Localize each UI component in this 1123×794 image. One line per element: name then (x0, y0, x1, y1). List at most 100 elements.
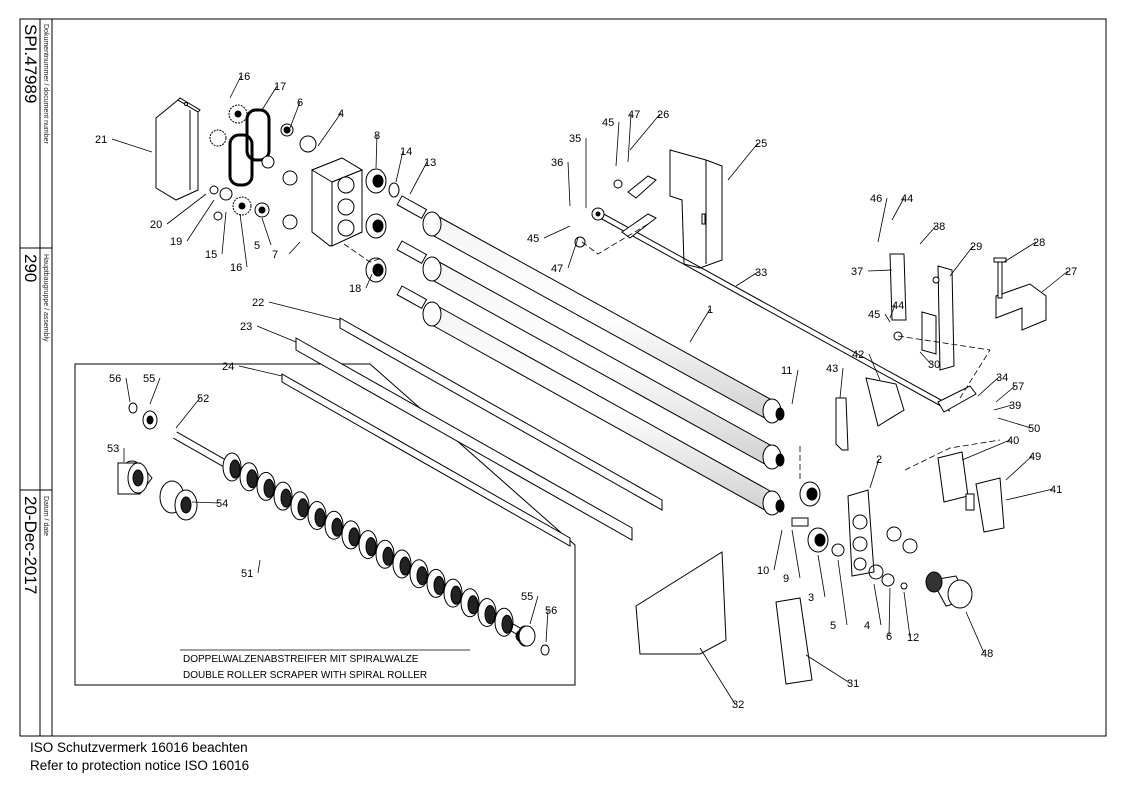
callout-55b: 55 (521, 591, 533, 603)
leader-line-2 (869, 458, 880, 489)
leader-line-16b (239, 213, 248, 268)
leader-lines (111, 75, 1069, 705)
leader-line-22 (268, 301, 341, 321)
roller-shaft-ends (396, 195, 428, 310)
callout-16b: 16 (230, 262, 242, 274)
leader-line-55a (149, 377, 161, 405)
callout-1: 1 (707, 304, 713, 316)
leader-line-25 (727, 142, 759, 181)
callout-45c: 45 (868, 309, 880, 321)
leader-line-54 (191, 501, 220, 504)
callout-44a: 44 (901, 193, 913, 205)
spiral-flight-shadow (314, 508, 326, 527)
protection-notice-de: ISO Schutzvermerk 16016 beachten (30, 740, 248, 755)
plate-31 (775, 597, 813, 685)
callout-32: 32 (732, 699, 744, 711)
leader-line-44a (891, 197, 905, 221)
caption-en: DOUBLE ROLLER SCRAPER WITH SPIRAL ROLLER (183, 670, 427, 681)
leader-line-55b (529, 595, 539, 625)
leader-line-48 (965, 611, 985, 654)
leader-line-21 (111, 138, 153, 153)
callout-49: 49 (1029, 451, 1041, 463)
leader-line-52 (175, 397, 201, 429)
callout-30: 30 (928, 359, 940, 371)
side-bracket-25 (669, 149, 723, 269)
callout-4b: 4 (864, 620, 870, 632)
callout-16a: 16 (238, 71, 250, 83)
leader-line-38 (919, 225, 937, 245)
callout-2: 2 (876, 454, 882, 466)
leader-line-44b (889, 304, 896, 319)
callout-26: 26 (657, 109, 669, 121)
plate-32 (635, 551, 727, 655)
callout-51: 51 (241, 568, 253, 580)
drive-cover-plate (155, 97, 201, 201)
spiral-flight-shadow (280, 488, 292, 508)
callout-42: 42 (852, 349, 864, 361)
callout-3: 3 (808, 592, 814, 604)
callout-19: 19 (170, 236, 182, 248)
leader-line-45a (615, 121, 620, 167)
callout-50: 50 (1028, 423, 1040, 435)
spiral-flight-shadow (467, 595, 479, 615)
spiral-flight-shadow (399, 556, 411, 576)
callout-17: 17 (274, 81, 286, 93)
leader-line-5a (261, 217, 272, 246)
leader-line-26 (629, 113, 661, 151)
leader-line-51 (257, 559, 261, 574)
spiral-flight-shadow (450, 585, 462, 605)
callout-56b: 56 (545, 605, 557, 617)
spiral-flight-shadow (382, 546, 394, 566)
leader-line-33 (735, 271, 759, 287)
callout-11: 11 (781, 365, 792, 377)
leader-line-10 (773, 529, 783, 571)
date-label: Datum / date (42, 496, 49, 537)
callout-38: 38 (933, 221, 945, 233)
callout-29: 29 (970, 241, 982, 253)
leader-line-40 (961, 439, 1011, 461)
callout-28: 28 (1033, 237, 1045, 249)
callout-9: 9 (783, 573, 789, 585)
leader-line-41 (1005, 488, 1054, 501)
leader-line-17 (261, 85, 278, 111)
callout-25: 25 (755, 138, 767, 150)
leader-line-47a (627, 113, 632, 163)
leader-line-28 (1003, 241, 1037, 263)
protection-notice-en: Refer to protection notice ISO 16016 (30, 758, 250, 773)
callout-10: 10 (757, 565, 769, 577)
bearing-housing (310, 157, 364, 247)
callout-15: 15 (205, 249, 217, 261)
leader-line-5b (837, 559, 848, 626)
leader-line-18 (365, 273, 373, 289)
leader-line-27 (1041, 270, 1069, 293)
leader-line-46 (877, 197, 888, 243)
callout-46: 46 (870, 193, 882, 205)
leader-line-4a (317, 112, 342, 147)
sprockets-and-chain (209, 104, 317, 230)
leader-line-32 (699, 647, 736, 705)
leader-line-36 (567, 161, 571, 207)
blocks-40-41-49 (937, 451, 1005, 533)
assembly-number: 290 (21, 254, 40, 283)
leader-line-12 (903, 591, 911, 638)
callout-35: 35 (569, 133, 581, 145)
crossbar-33 (599, 211, 951, 412)
leader-line-29 (949, 245, 974, 277)
leader-line-39 (993, 404, 1013, 411)
leader-line-7 (288, 241, 301, 255)
callout-44b: 44 (892, 300, 904, 312)
leader-line-11 (791, 369, 799, 405)
callout-22: 22 (252, 297, 264, 309)
callout-13: 13 (424, 157, 436, 169)
tension-arms (889, 253, 977, 413)
callout-37: 37 (851, 266, 863, 278)
spiral-flight-shadow (484, 605, 496, 624)
assembly-label: Hauptbaugruppe / assembly (42, 254, 49, 342)
spiral-flight-shadow (331, 517, 343, 537)
leader-line-16a (229, 75, 242, 99)
leader-line-47b (567, 237, 579, 269)
callout-57: 57 (1012, 381, 1024, 393)
callout-41: 41 (1050, 484, 1062, 496)
callout-31: 31 (847, 678, 859, 690)
